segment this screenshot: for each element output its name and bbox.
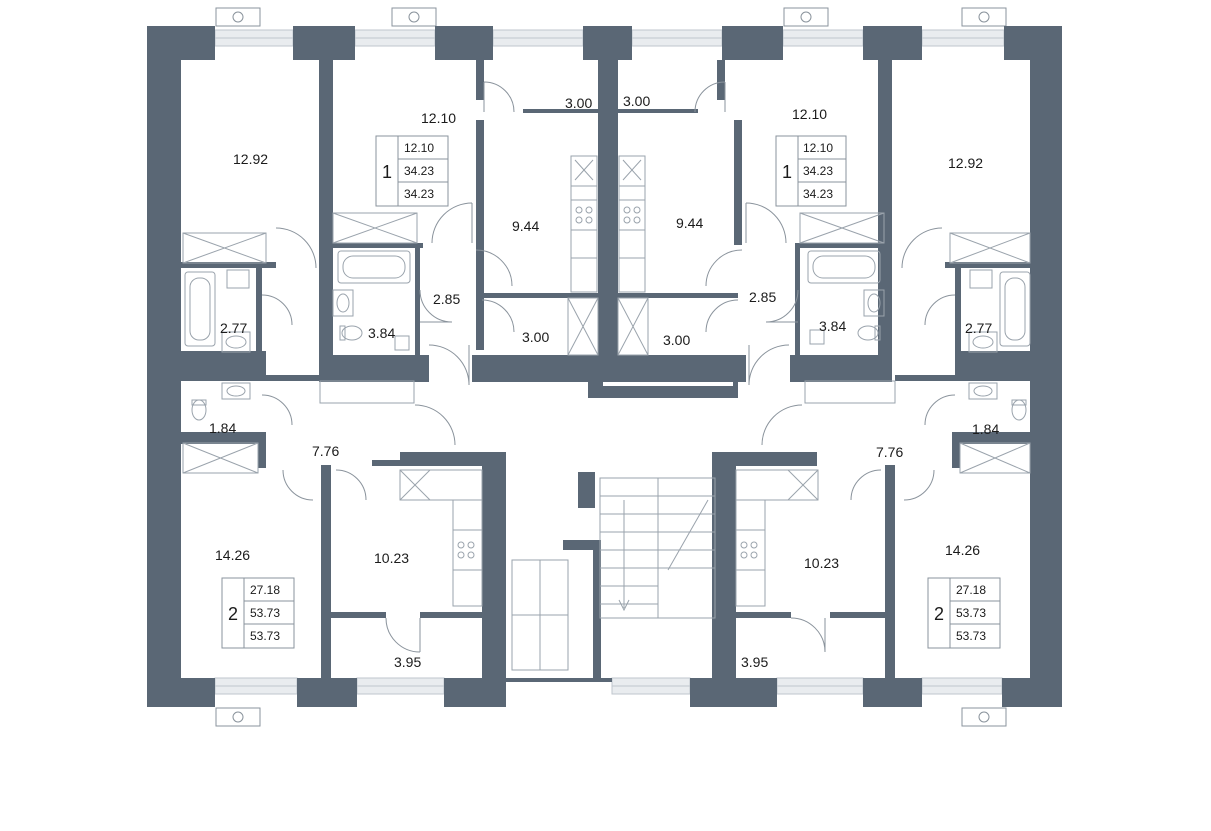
room-area-label: 3.00: [623, 93, 650, 109]
apartment-rooms-count: 1: [382, 162, 392, 182]
room-area-label: 9.44: [676, 215, 703, 231]
apartment-total-area: 53.73: [250, 606, 280, 620]
room-area-label: 14.26: [215, 547, 250, 563]
apartment-total-area-2: 34.23: [803, 187, 833, 201]
interior-walls: [181, 60, 1030, 678]
apartment-total-area: 34.23: [404, 164, 434, 178]
room-area-label: 12.10: [792, 106, 827, 122]
room-area-label: 10.23: [804, 555, 839, 571]
room-labels: 12.92 12.10 3.00 3.00 12.10 12.92 9.44 9…: [209, 93, 999, 670]
apartment-rooms-count: 2: [934, 604, 944, 624]
apartment-table: 2 27.18 53.73 53.73: [927, 577, 1001, 649]
apartment-total-area: 53.73: [956, 606, 986, 620]
stair-flight: [599, 477, 716, 619]
apartment-table: 2 27.18 53.73 53.73: [221, 577, 295, 649]
apartment-living-area: 27.18: [956, 583, 986, 597]
room-area-label: 7.76: [876, 444, 903, 460]
room-area-label: 12.92: [233, 151, 268, 167]
cabinet-x-icon: [182, 212, 1031, 474]
window-sill-lines: [215, 37, 1004, 687]
room-area-label: 12.10: [421, 110, 456, 126]
room-area-label: 2.85: [749, 289, 776, 305]
room-area-label: 1.84: [209, 420, 236, 436]
apartment-table: 1 12.10 34.23 34.23: [375, 135, 449, 207]
room-area-label: 2.77: [220, 320, 247, 336]
room-area-label: 12.92: [948, 155, 983, 171]
toilet-icon: [191, 325, 1027, 421]
room-area-label: 3.00: [565, 95, 592, 111]
apartment-rooms-count: 1: [782, 162, 792, 182]
exterior-walls: [147, 26, 1062, 707]
room-area-label: 3.84: [819, 318, 846, 334]
apartment-total-area-2: 53.73: [250, 629, 280, 643]
room-area-label: 3.84: [368, 325, 395, 341]
bathtub-icon: [184, 250, 1031, 347]
room-area-label: 3.95: [741, 654, 768, 670]
apartment-table: 1 12.10 34.23 34.23: [775, 135, 847, 207]
room-area-label: 9.44: [512, 218, 539, 234]
room-area-label: 2.77: [965, 320, 992, 336]
apartment-total-area-2: 34.23: [404, 187, 434, 201]
apartment-living-area: 12.10: [404, 141, 434, 155]
elevator-shaft: [511, 559, 569, 671]
apartment-living-area: 12.10: [803, 141, 833, 155]
apartment-total-area: 34.23: [803, 164, 833, 178]
room-area-label: 2.85: [433, 291, 460, 307]
kitchen-units: [399, 155, 819, 607]
apartment-total-area-2: 53.73: [956, 629, 986, 643]
room-area-label: 3.00: [663, 332, 690, 348]
apartment-rooms-count: 2: [228, 604, 238, 624]
apartment-living-area: 27.18: [250, 583, 280, 597]
room-area-label: 7.76: [312, 443, 339, 459]
door-swings: [261, 81, 956, 653]
room-area-label: 3.95: [394, 654, 421, 670]
room-area-label: 1.84: [972, 421, 999, 437]
sink-icon: [221, 269, 998, 400]
fan-grille-icon: [215, 7, 1007, 727]
room-area-label: 14.26: [945, 542, 980, 558]
room-area-label: 10.23: [374, 550, 409, 566]
room-area-label: 3.00: [522, 329, 549, 345]
